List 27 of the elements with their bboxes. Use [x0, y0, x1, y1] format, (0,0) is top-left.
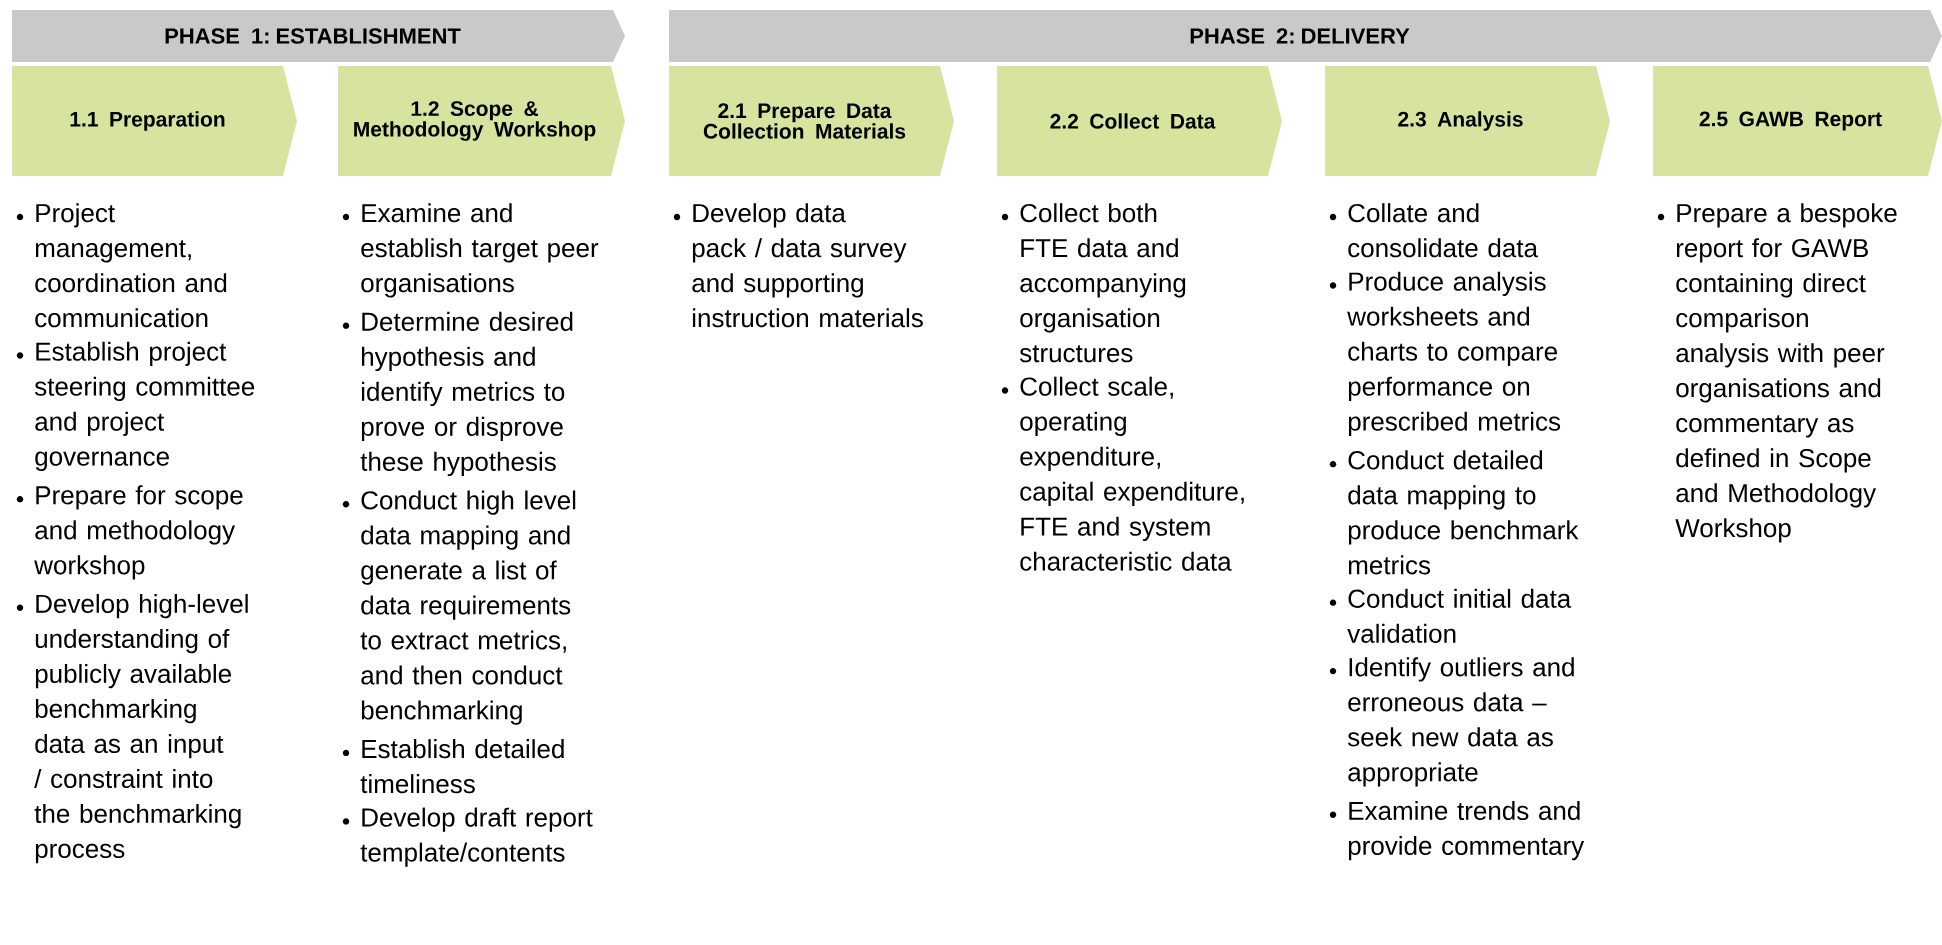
- bullet-text: Develop high-level understanding of publicly available benchmarking data as an input / constraint into the benchmarking process: [34, 593, 248, 864]
- bullet-text: Determine desired hypothesis and identify metrics to prove or disprove these hypothesis: [360, 311, 573, 477]
- bullet-text: Collate and consolidate data: [1348, 203, 1538, 258]
- bullet-text: Examine and establish target peer organisations: [361, 203, 599, 298]
- bullet-text: Collect scale, operating expenditure, capital expenditure, FTE and system characteristic data: [1020, 376, 1244, 571]
- step-header-band: 2.2 Collect Data: [997, 66, 1282, 176]
- bullet-text: Prepare for scope and methodology workshop: [34, 485, 243, 580]
- phase-header-band: PHASE 1: ESTABLISHMENT: [12, 10, 625, 62]
- bullet-text: Conduct detailed data mapping to produce benchmark metrics: [1348, 450, 1579, 575]
- bullet-text: Establish detailed timeliness: [360, 739, 564, 794]
- bullet-text: Develop draft report template/contents: [360, 807, 593, 867]
- step-header-band: 2.1 Prepare Data Collection Materials: [669, 66, 954, 176]
- phase-header-band: PHASE 2: DELIVERY: [669, 10, 1942, 62]
- bullet-text: Produce analysis worksheets and charts to compare performance on prescribed metrics: [1347, 271, 1561, 436]
- bullet-text: Conduct initial data validation: [1347, 588, 1572, 643]
- step-header-band: 1.1 Preparation: [12, 66, 297, 176]
- bullet-text: Identify outliers and erroneous data – seek new data as appropriate: [1347, 657, 1574, 787]
- bullet-text: Develop data pack / data survey and supporting instruction materials: [692, 203, 923, 328]
- bullet-text: Examine trends and provide commentary: [1348, 800, 1585, 861]
- bullet-text: Prepare a bespoke report for GAWB containing direct comparison analysis with peer organisations and commentary as defined in Scope and Methodology Workshop: [1675, 203, 1897, 543]
- bullet-text: Project management, coordination and communication: [35, 203, 227, 328]
- step-header-band: 2.5 GAWB Report: [1653, 66, 1942, 176]
- bullet-text: Establish project steering committee and project governance: [34, 341, 255, 471]
- bullet-text: Conduct high level data mapping and generate a list of data requirements to extract metrics, and then conduct benchmarking: [360, 490, 576, 725]
- step-header-band: 1.2 Scope & Methodology Workshop: [338, 66, 625, 176]
- bullet-text: Collect both FTE data and accompanying organisation structures: [1019, 203, 1186, 363]
- step-header-band: 2.3 Analysis: [1325, 66, 1610, 176]
